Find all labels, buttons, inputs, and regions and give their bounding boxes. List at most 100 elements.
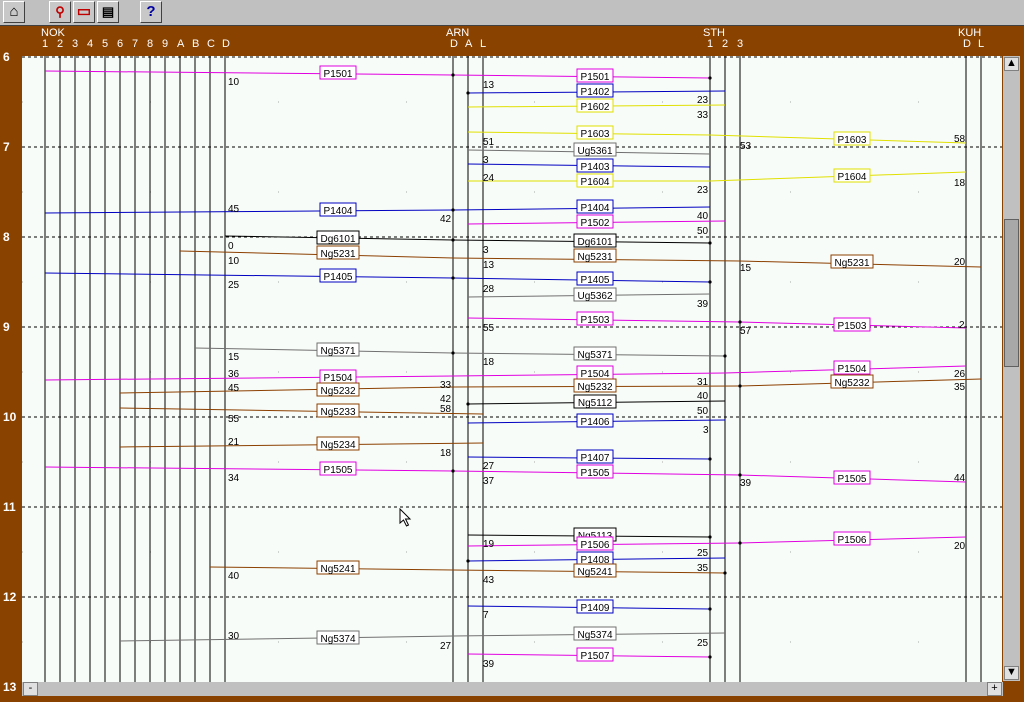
zoom-in-button[interactable]: ⚲ bbox=[49, 1, 71, 23]
train-label-box bbox=[573, 626, 617, 641]
horizontal-scrollbar[interactable]: - + bbox=[22, 682, 1003, 696]
train-label: P1502 bbox=[581, 218, 610, 229]
train-label-box bbox=[576, 158, 614, 173]
minute-label: 23 bbox=[697, 95, 709, 106]
print-button[interactable]: ▤ bbox=[97, 1, 119, 23]
path-node bbox=[738, 541, 742, 545]
path-node bbox=[451, 208, 455, 212]
minute-label: 3 bbox=[703, 425, 709, 436]
hour-label: 8 bbox=[3, 230, 10, 244]
minute-label: 3 bbox=[483, 155, 489, 166]
track-label: L bbox=[480, 38, 487, 50]
minute-label: 58 bbox=[954, 134, 966, 145]
station-nok: NOK bbox=[41, 27, 65, 39]
scroll-thumb[interactable] bbox=[1004, 219, 1019, 367]
train-path-p1505 bbox=[44, 466, 454, 472]
train-label-box bbox=[576, 599, 614, 614]
train-label-box bbox=[573, 142, 617, 157]
train-label-box bbox=[319, 268, 357, 283]
track-label: 1 bbox=[42, 38, 49, 50]
minute-label: 25 bbox=[228, 280, 240, 291]
hour-label: 12 bbox=[3, 590, 17, 604]
path-node bbox=[451, 469, 455, 473]
train-label-box bbox=[316, 245, 360, 260]
minute-label: 53 bbox=[740, 141, 752, 152]
minute-label: 15 bbox=[740, 263, 752, 274]
train-label: Ng5241 bbox=[577, 567, 612, 578]
help-button[interactable]: ? bbox=[140, 1, 162, 23]
train-label: Ng5233 bbox=[320, 407, 355, 418]
train-label: P1402 bbox=[581, 87, 610, 98]
path-node bbox=[708, 280, 712, 284]
minute-label: 7 bbox=[483, 610, 489, 621]
minute-label: 10 bbox=[228, 77, 240, 88]
minute-label: 15 bbox=[228, 352, 240, 363]
minute-label: 18 bbox=[954, 178, 966, 189]
track-label: B bbox=[192, 38, 200, 50]
minute-label: 43 bbox=[483, 575, 495, 586]
scroll-right-button[interactable]: + bbox=[987, 682, 1002, 696]
hour-label: 9 bbox=[3, 320, 10, 334]
minute-label: 25 bbox=[697, 548, 709, 559]
train-label-box bbox=[576, 449, 614, 464]
minute-label: 36 bbox=[228, 369, 240, 380]
minute-label: 30 bbox=[228, 631, 240, 642]
path-node bbox=[708, 535, 712, 539]
train-label: Ng5371 bbox=[577, 350, 612, 361]
minute-label: 3 bbox=[483, 245, 489, 256]
scroll-down-button[interactable]: ▼ bbox=[1004, 666, 1019, 680]
path-node bbox=[708, 76, 712, 80]
train-label-box bbox=[576, 536, 614, 551]
minute-label: 35 bbox=[697, 563, 709, 574]
train-label: P1403 bbox=[581, 162, 610, 173]
train-path-ng5232 bbox=[119, 386, 454, 394]
minute-label: 19 bbox=[483, 539, 495, 550]
minute-label: 50 bbox=[697, 406, 709, 417]
train-label: Ng5371 bbox=[320, 346, 355, 357]
track-label: 2 bbox=[57, 38, 64, 50]
path-node bbox=[738, 384, 742, 388]
train-label: P1408 bbox=[581, 555, 610, 566]
train-label: Ng5374 bbox=[320, 634, 355, 645]
train-label: Ng5231 bbox=[320, 249, 355, 260]
minute-label: 18 bbox=[440, 448, 452, 459]
minute-label: 39 bbox=[697, 299, 709, 310]
train-label: P1504 bbox=[838, 364, 867, 375]
minute-label: 20 bbox=[954, 257, 966, 268]
zoom-out-button[interactable]: ▭ bbox=[73, 1, 95, 23]
train-label: P1603 bbox=[838, 135, 867, 146]
minute-label: 33 bbox=[697, 110, 709, 121]
minus-box-icon: ▭ bbox=[76, 3, 92, 20]
hour-label: 10 bbox=[3, 410, 17, 424]
track-label: A bbox=[465, 38, 473, 50]
minute-label: 39 bbox=[740, 478, 752, 489]
vertical-scrollbar[interactable]: ▲ ▼ bbox=[1003, 56, 1020, 681]
track-label: 2 bbox=[722, 38, 729, 50]
minute-label: 2 bbox=[959, 320, 965, 331]
home-button[interactable]: ⌂ bbox=[3, 1, 25, 23]
train-label-box bbox=[316, 403, 360, 418]
train-label: Ug5362 bbox=[577, 291, 612, 302]
track-label: 5 bbox=[102, 38, 109, 50]
train-label: P1602 bbox=[581, 102, 610, 113]
train-label: P1405 bbox=[324, 272, 353, 283]
train-label-box bbox=[319, 461, 357, 476]
train-label: P1407 bbox=[581, 453, 610, 464]
train-label-box bbox=[833, 360, 871, 375]
minute-label: 55 bbox=[228, 414, 240, 425]
train-label-box bbox=[573, 346, 617, 361]
train-label-box bbox=[319, 202, 357, 217]
scroll-left-button[interactable]: - bbox=[23, 682, 38, 696]
train-path-ng5234 bbox=[119, 442, 484, 448]
train-label: P1505 bbox=[838, 474, 867, 485]
train-label: P1503 bbox=[581, 315, 610, 326]
scroll-up-button[interactable]: ▲ bbox=[1004, 57, 1019, 71]
minute-label: 37 bbox=[483, 476, 495, 487]
station-arn: ARN bbox=[446, 27, 470, 39]
train-label-box bbox=[573, 394, 617, 409]
train-label: Ng5232 bbox=[834, 378, 869, 389]
train-label-box bbox=[316, 230, 360, 245]
minute-label: 0 bbox=[228, 241, 234, 252]
path-node bbox=[738, 320, 742, 324]
